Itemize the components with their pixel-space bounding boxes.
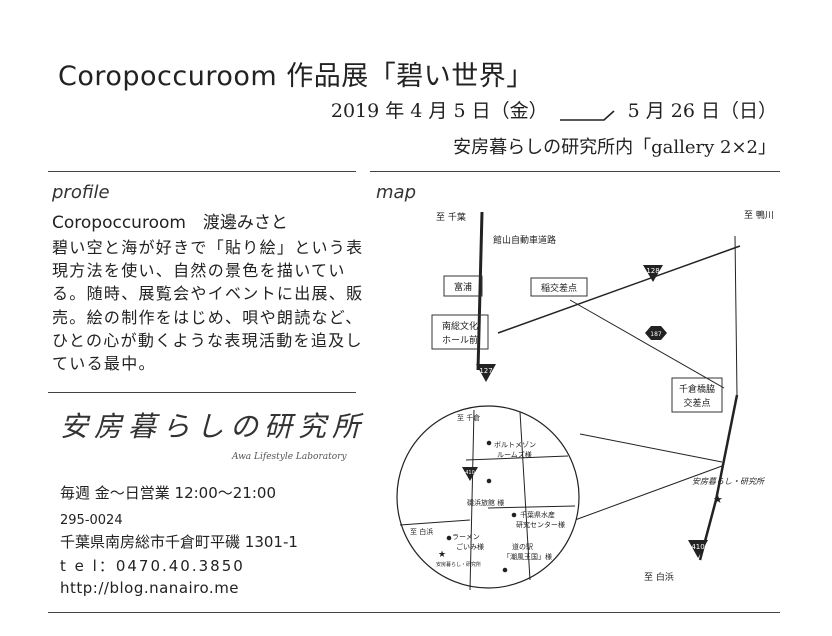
box-inakou xyxy=(530,277,588,297)
label-nanso-1: 南総文化 xyxy=(442,320,478,332)
event-title: Coropoccuroom 作品展「碧い世界」 xyxy=(58,61,534,92)
label-to-kamogawa: 至 鴨川 xyxy=(744,209,774,221)
artist-bio: 碧い空と海が好きで「貼り絵」という表現方法を使い、自然の景色を描いている。随時、… xyxy=(52,238,364,374)
inset-minami-1: 道の駅 xyxy=(512,542,533,551)
inset-route-410: 410 xyxy=(465,470,475,476)
label-lab: 安房暮らし・研究所 xyxy=(692,477,766,486)
inset-minami-2: 「潮風王国」様 xyxy=(503,552,552,561)
date-start: 2019 年 4 月 5 日（金） xyxy=(330,100,548,122)
label-chikura-bashi-2: 交差点 xyxy=(683,397,710,409)
lab-star-icon: ★ xyxy=(713,493,723,506)
road-128 xyxy=(497,245,741,334)
inset-to-shirahama: 至 白浜 xyxy=(410,527,433,536)
route-127-marker xyxy=(476,364,496,382)
divider-left-mid xyxy=(48,392,356,393)
route-187-marker xyxy=(645,326,667,340)
label-tomiura: 富浦 xyxy=(454,281,472,293)
road-expressway xyxy=(476,211,484,371)
route-187-label: 187 xyxy=(650,331,662,338)
event-dates: 2019 年 4 月 5 日（金） 5 月 26 日（日） xyxy=(331,96,777,123)
artist-name: Coropoccuroom 渡邊みさと xyxy=(52,213,288,233)
shop-hours: 毎週 金〜日営業 12:00〜21:00 xyxy=(60,484,276,502)
route-410-label: 410 xyxy=(691,543,704,551)
route-128-marker xyxy=(643,265,663,282)
inset-ramen-2: ごいみ様 xyxy=(456,542,484,551)
venue: 安房暮らしの研究所内「gallery 2×2」 xyxy=(453,137,776,158)
route-128-label: 128 xyxy=(646,267,659,275)
road-inset-link-a xyxy=(579,433,723,463)
arrow-icon xyxy=(559,110,615,121)
divider-right-top xyxy=(370,171,780,172)
shop-url[interactable]: http://blog.nanairo.me xyxy=(60,579,240,597)
shop-address: 千葉県南房総市千倉町平磯 1301-1 xyxy=(60,533,298,551)
route-410-marker xyxy=(688,540,708,558)
map-heading: map xyxy=(376,182,416,203)
label-to-chiba: 至 千葉 xyxy=(436,211,466,223)
divider-bottom xyxy=(48,612,780,613)
label-inakou: 稲交差点 xyxy=(541,282,577,294)
box-nanso xyxy=(431,314,489,350)
road-inset-link-b xyxy=(574,465,723,521)
inset-to-chikura: 至 千倉 xyxy=(457,413,480,422)
label-expressway: 館山自動車道路 xyxy=(493,234,556,246)
route-127-label: 127 xyxy=(479,367,492,375)
shop-logo: 安房暮らしの研究所 xyxy=(60,410,367,443)
label-nanso-2: ホール前 xyxy=(442,334,478,346)
road-kamogawa xyxy=(734,235,738,396)
inset-isohama: 磯浜旅館 様 xyxy=(467,498,504,507)
inset-chiba-fish-1: 千葉県水産 xyxy=(520,510,555,519)
inset-bolt-a: ボルトメゾン xyxy=(494,441,536,449)
shop-logo-sub: Awa Lifestyle Laboratory xyxy=(232,452,347,462)
divider-left-top xyxy=(48,171,356,172)
inset-lab-star-icon: ★ xyxy=(438,550,446,560)
label-to-shirahama: 至 白浜 xyxy=(644,571,674,583)
date-end: 5 月 26 日（日） xyxy=(627,100,777,122)
label-chikura-bashi-1: 千倉橋脇 xyxy=(679,383,715,395)
shop-tel: t e l：0470.40.3850 xyxy=(60,557,245,575)
profile-heading: profile xyxy=(52,182,110,203)
road-187 xyxy=(569,299,725,389)
inset-chiba-fish-2: 研究センター様 xyxy=(516,520,565,529)
inset-map: 410 至 千倉 ボルトメゾン ルームズ様 磯浜旅館 様 千葉県水産 研究センタ… xyxy=(396,405,580,591)
inset-bolt-b: ルームズ様 xyxy=(497,450,532,459)
box-chikura-bashi xyxy=(671,377,723,413)
shop-zip: 295-0024 xyxy=(60,513,123,528)
inset-ramen-1: ラーメン xyxy=(452,533,480,541)
inset-lab: 安房暮らし・研究所 xyxy=(436,561,481,568)
box-tomiura xyxy=(443,275,483,297)
